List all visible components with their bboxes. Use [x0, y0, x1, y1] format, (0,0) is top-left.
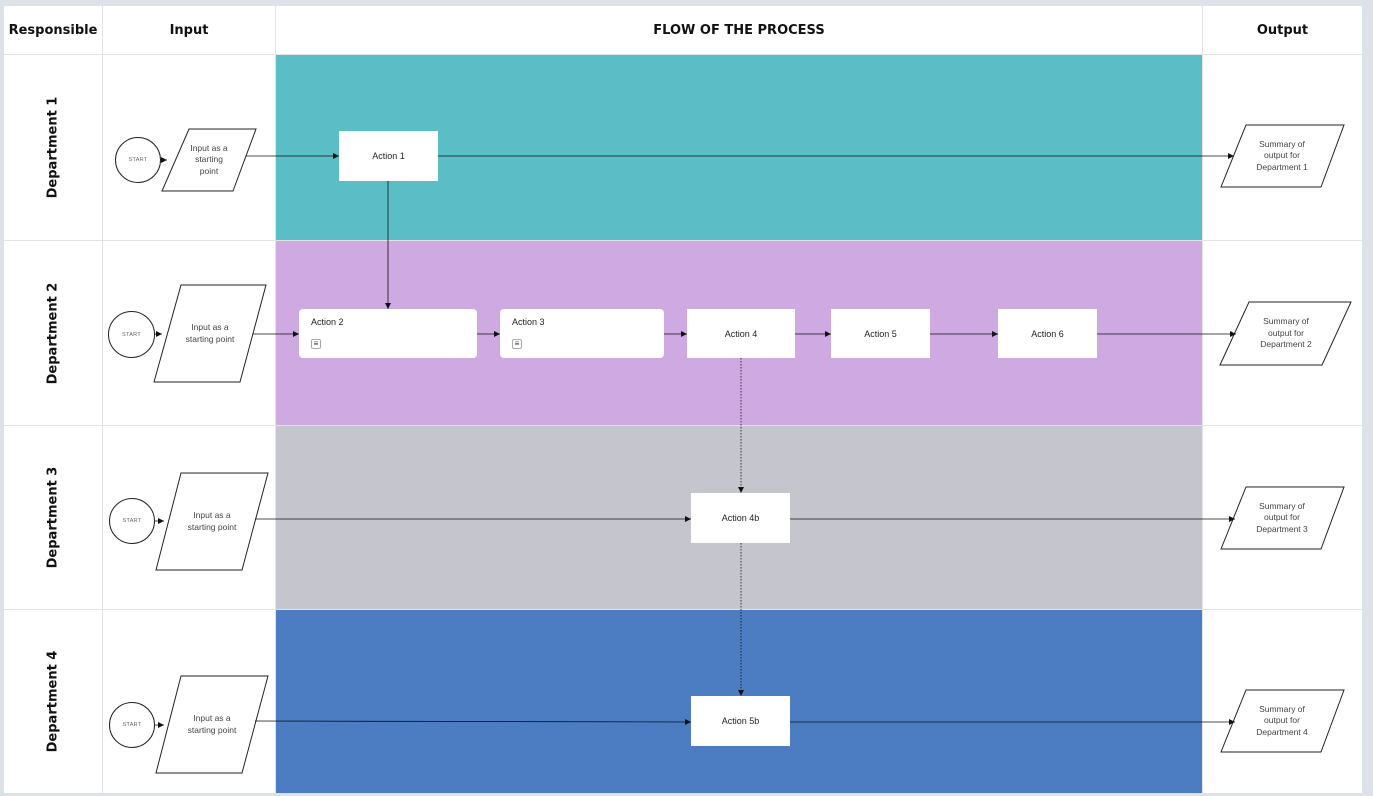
- output-parallelogram[interactable]: [1220, 124, 1345, 188]
- output-parallelogram[interactable]: [1219, 301, 1352, 366]
- action-label: Action 5b: [721, 716, 760, 726]
- output-text-label: Summary of output for Department 2: [1260, 316, 1312, 350]
- input-text-label: Input as a starting point: [185, 322, 235, 344]
- input-text-label: Input as a starting point: [190, 142, 228, 176]
- action-3-card[interactable]: Action 3 ≡: [500, 309, 664, 358]
- start-node[interactable]: START: [115, 137, 161, 183]
- action-label: Action 4: [724, 328, 758, 339]
- action-label: Action 4b: [721, 513, 760, 523]
- header-flow: FLOW OF THE PROCESS: [653, 22, 825, 38]
- output-text: Summary of output for Department 3: [1236, 488, 1328, 548]
- grid-divider: [4, 609, 1362, 610]
- grid-divider: [4, 54, 1362, 55]
- notes-icon[interactable]: ≡: [512, 339, 522, 349]
- notes-icon[interactable]: ≡: [311, 339, 321, 349]
- action-label: Action 5: [864, 328, 897, 339]
- input-parallelogram[interactable]: [155, 675, 269, 774]
- action-4b-box[interactable]: Action 4b: [691, 493, 790, 543]
- action-label: Action 3: [512, 317, 545, 327]
- output-text-label: Summary of output for Department 3: [1256, 500, 1308, 534]
- output-text: Summary of output for Department 2: [1238, 303, 1334, 364]
- header-output: Output: [1256, 22, 1309, 38]
- grid-divider: [4, 425, 1362, 426]
- action-6-box[interactable]: Action 6: [998, 309, 1097, 358]
- output-text: Summary of output for Department 4: [1236, 691, 1328, 751]
- grid-divider: [4, 240, 1362, 241]
- grid-divider: [275, 6, 276, 793]
- input-text: Input as a starting point: [171, 474, 253, 569]
- output-text: Summary of output for Department 1: [1236, 126, 1328, 186]
- connector-arrow: [254, 718, 692, 725]
- start-node[interactable]: START: [109, 498, 155, 544]
- output-parallelogram[interactable]: [1220, 486, 1345, 550]
- action-2-card[interactable]: Action 2 ≡: [299, 309, 477, 358]
- input-text-label: Input as a starting point: [187, 713, 237, 735]
- input-parallelogram[interactable]: [155, 472, 269, 571]
- output-text-label: Summary of output for Department 1: [1256, 138, 1308, 172]
- action-label: Action 6: [1031, 328, 1064, 339]
- action-1-box[interactable]: Action 1: [339, 131, 438, 181]
- header-input: Input: [169, 22, 209, 38]
- action-5b-box[interactable]: Action 5b: [691, 696, 790, 746]
- swimlane-board: Responsible Input FLOW OF THE PROCESS Ou…: [4, 6, 1362, 793]
- action-4-box[interactable]: Action 4: [687, 309, 795, 358]
- start-node[interactable]: START: [109, 702, 155, 748]
- header-responsible: Responsible: [8, 22, 98, 38]
- input-parallelogram[interactable]: [153, 284, 267, 383]
- output-text-label: Summary of output for Department 4: [1256, 703, 1308, 737]
- grid-divider: [102, 6, 103, 793]
- start-node[interactable]: START: [108, 311, 155, 358]
- input-text: Input as a starting point: [174, 130, 244, 190]
- action-label: Action 1: [372, 151, 405, 161]
- input-text-label: Input as a starting point: [187, 510, 237, 532]
- output-parallelogram[interactable]: [1220, 689, 1345, 753]
- action-5-box[interactable]: Action 5: [831, 309, 930, 358]
- input-parallelogram[interactable]: [161, 128, 257, 192]
- connectors-layer: [153, 124, 1352, 774]
- action-label: Action 2: [311, 317, 344, 327]
- grid-divider: [1202, 6, 1203, 793]
- input-text: Input as a starting point: [171, 677, 253, 772]
- input-text: Input as a starting point: [170, 286, 250, 381]
